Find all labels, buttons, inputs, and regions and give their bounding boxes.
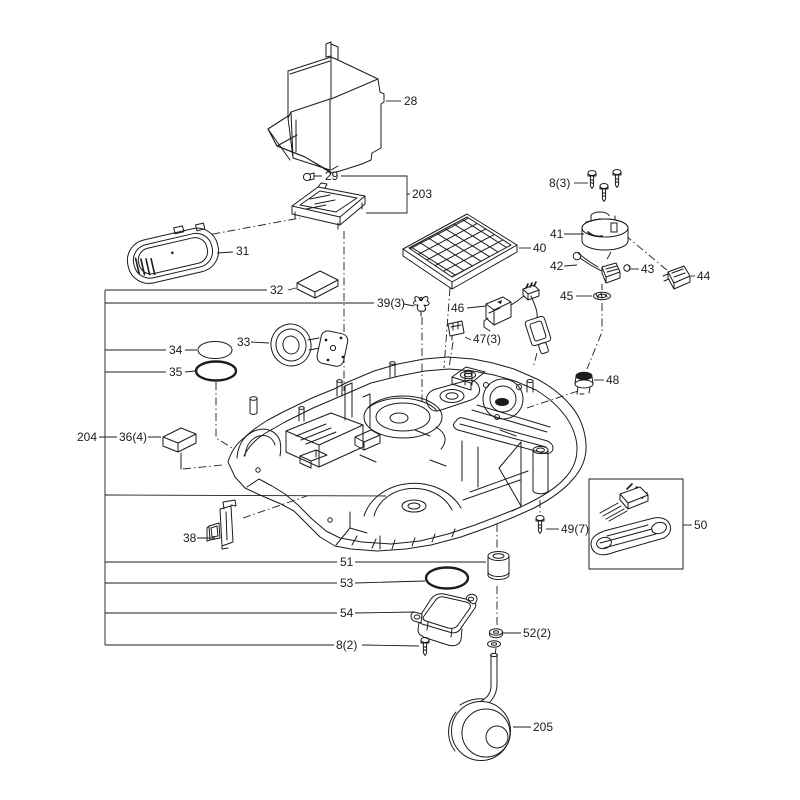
part-label-34: 34 <box>169 343 183 357</box>
part-35-oring <box>194 360 238 382</box>
part-38-bracket <box>206 499 237 550</box>
part-label-204: 204 <box>77 430 97 444</box>
part-label-54: 54 <box>340 606 354 620</box>
part-label-43: 43 <box>641 262 655 276</box>
part-label-39: 39(3) <box>377 296 405 310</box>
part-29-screw <box>302 172 315 182</box>
part-52-washers <box>487 628 503 648</box>
part-31-battery <box>126 222 220 284</box>
part-53-ring <box>424 566 470 590</box>
assembly-axis-lines <box>182 217 669 656</box>
part-label-36: 36(4) <box>119 430 147 444</box>
part-203-plate <box>291 182 366 230</box>
part-28-bin <box>267 41 385 174</box>
part-labels: 28 29 203 31 32 39(3) 40 8(3) 41 42 43 4… <box>77 94 711 734</box>
part-label-44: 44 <box>697 269 711 283</box>
part-label-53: 53 <box>340 576 354 590</box>
part-50-contact-kit <box>588 478 684 570</box>
part-47-clip <box>447 320 465 341</box>
part-42-bracket <box>572 251 621 284</box>
part-48-button <box>574 371 594 395</box>
part-44-connector <box>662 265 691 290</box>
part-41-motor <box>581 211 629 251</box>
part-8b-screw <box>420 637 430 656</box>
leader-lines <box>99 100 695 728</box>
part-32-foam <box>296 270 339 299</box>
part-54-tray <box>410 593 478 647</box>
part-label-8a: 8(3) <box>549 176 570 190</box>
part-45-washer <box>593 291 611 301</box>
part-label-52: 52(2) <box>523 626 551 640</box>
part-49-screw <box>535 515 545 534</box>
part-label-35: 35 <box>169 365 183 379</box>
part-205-caster <box>448 652 511 761</box>
part-43-pin <box>623 264 631 272</box>
part-label-45: 45 <box>560 289 574 303</box>
part-label-32: 32 <box>270 283 284 297</box>
part-label-46: 46 <box>451 301 465 315</box>
part-34-oring <box>197 341 233 359</box>
part-8a-screws <box>587 169 622 202</box>
part-label-41: 41 <box>550 227 564 241</box>
part-label-205: 205 <box>533 720 553 734</box>
part-label-50: 50 <box>694 518 708 532</box>
part-label-47: 47(3) <box>473 332 501 346</box>
part-36-pad <box>162 427 197 470</box>
part-label-29: 29 <box>325 169 339 183</box>
part-label-203: 203 <box>412 187 432 201</box>
part-label-31: 31 <box>236 244 250 258</box>
part-label-28: 28 <box>404 94 418 108</box>
part-40-filter <box>402 213 518 290</box>
part-label-8b: 8(2) <box>336 638 357 652</box>
part-51-bushing <box>487 551 510 580</box>
part-label-38: 38 <box>183 531 197 545</box>
part-label-48: 48 <box>606 373 620 387</box>
part-label-49: 49(7) <box>561 522 589 536</box>
part-label-51: 51 <box>340 555 354 569</box>
part-chassis-body <box>227 356 587 552</box>
part-label-33: 33 <box>237 335 251 349</box>
part-label-40: 40 <box>533 241 547 255</box>
part-46-switch-harness <box>483 281 552 355</box>
part-label-42: 42 <box>550 259 564 273</box>
part-33-motor <box>270 323 349 367</box>
part-39-clip <box>413 296 430 317</box>
